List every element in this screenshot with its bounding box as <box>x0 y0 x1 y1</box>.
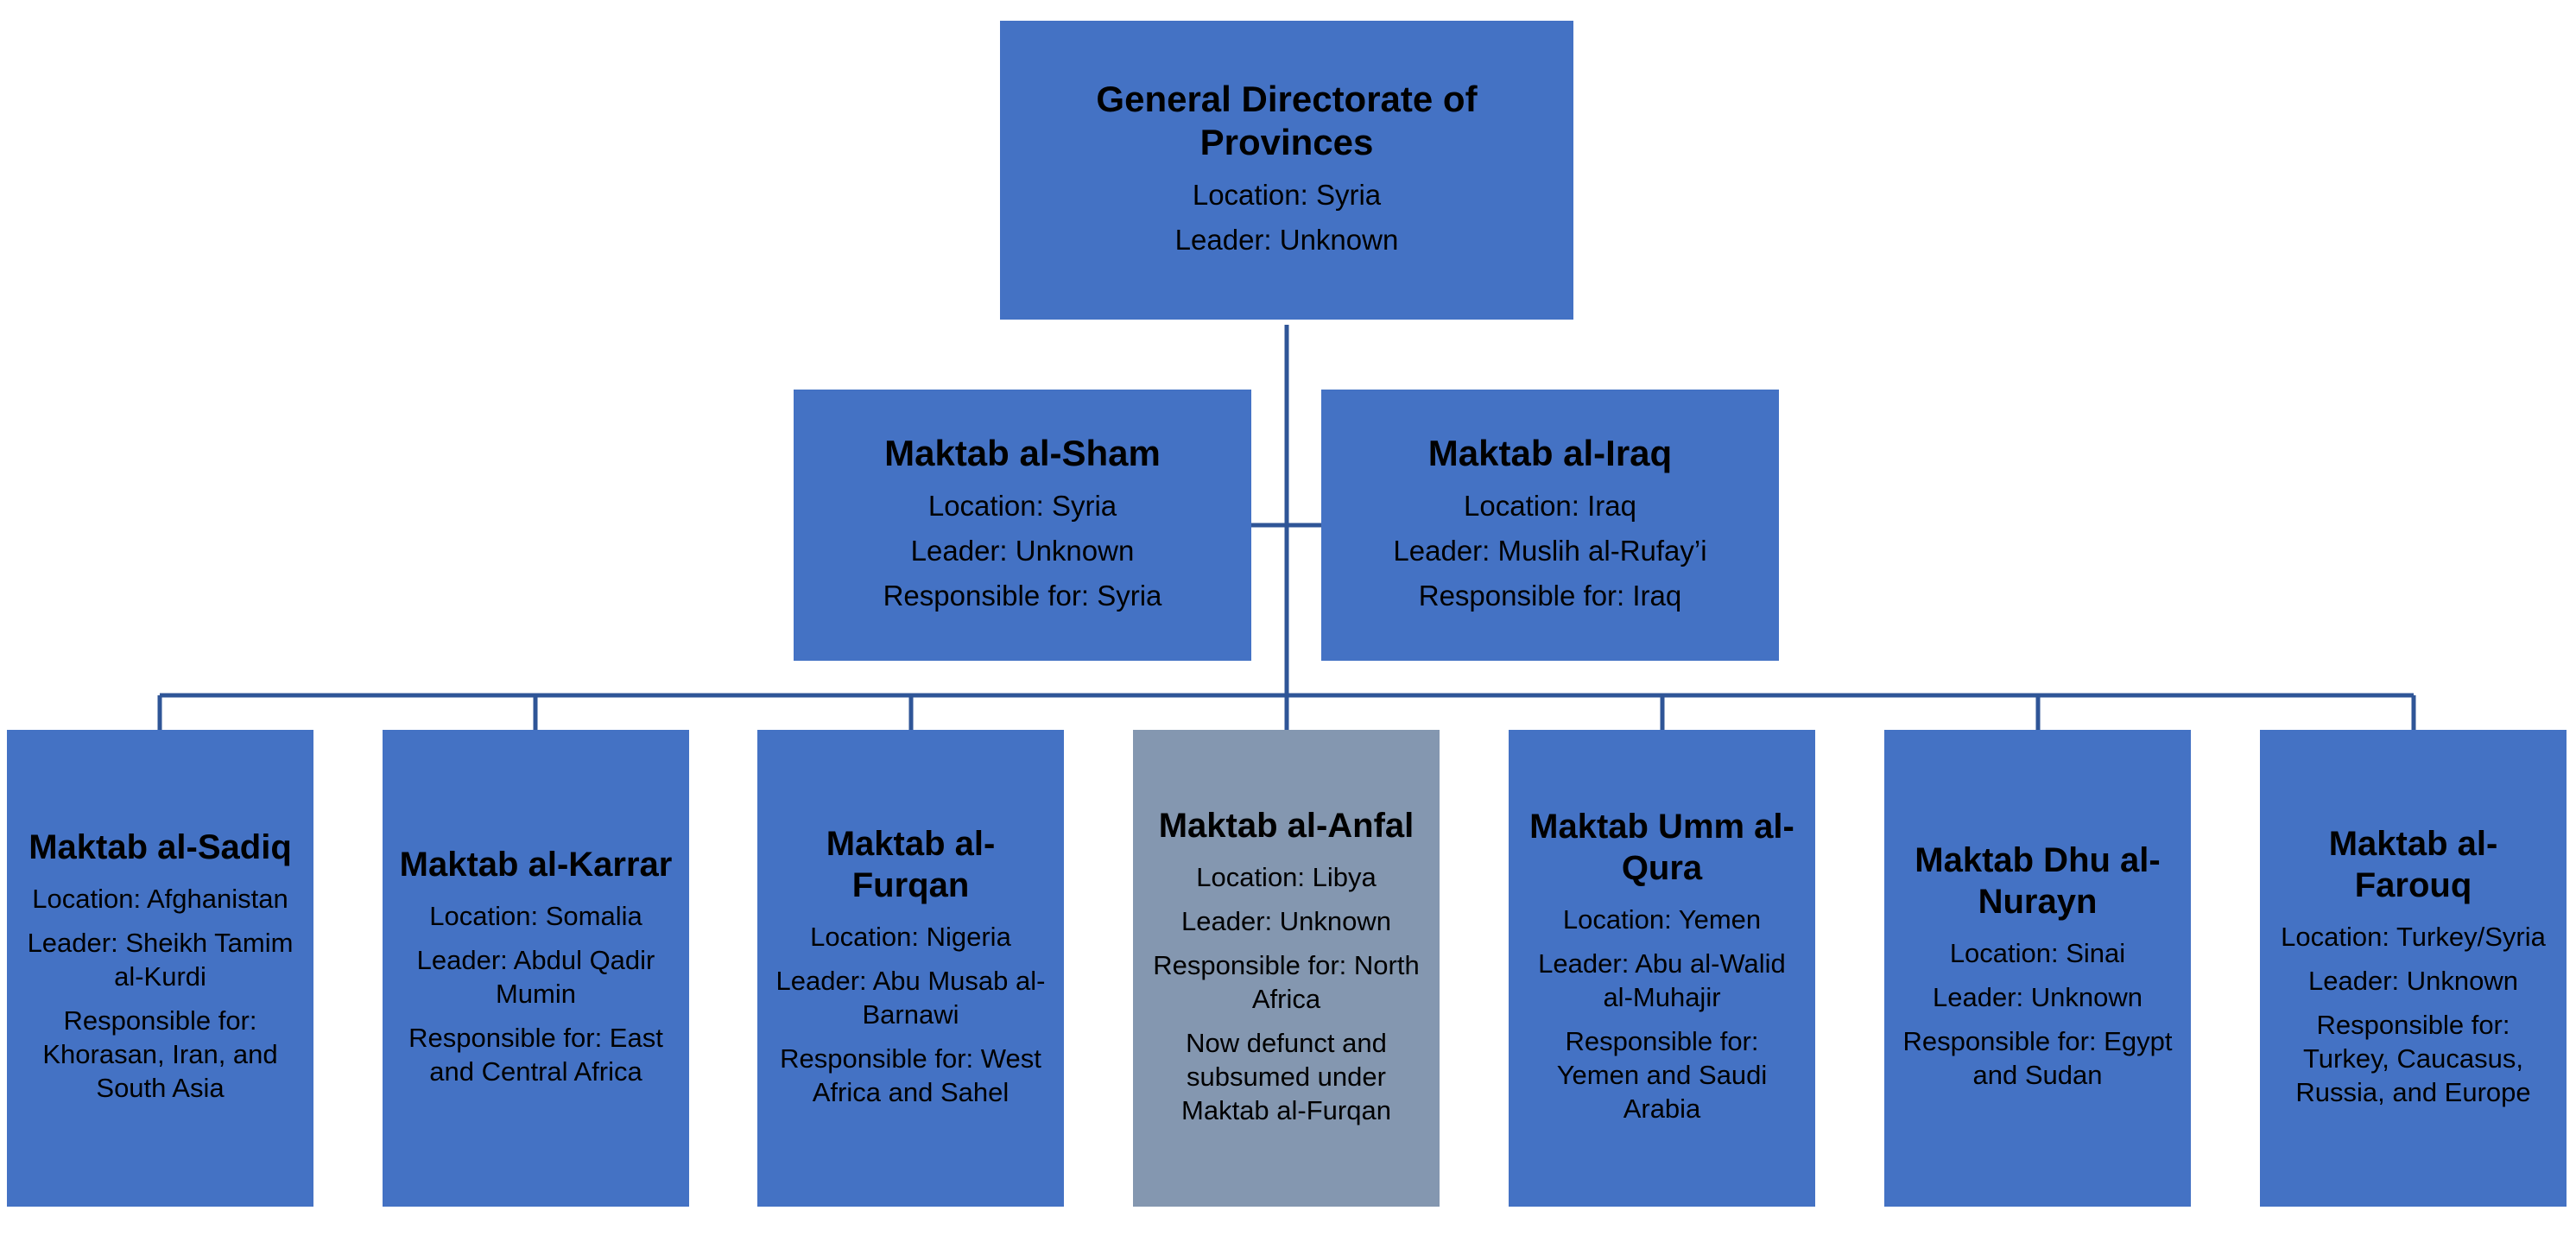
box-title: Maktab al-Sadiq <box>28 828 292 866</box>
maktab-al-farouq-box: Maktab al-Farouq Location: Turkey/Syria … <box>2260 730 2567 1207</box>
box-title: Maktab al-Farouq <box>2328 824 2498 904</box>
box-leader: Leader: Abdul Qadir Mumin <box>416 944 655 1009</box>
box-responsible: Responsible for: Iraq <box>1418 580 1682 612</box>
maktab-al-sham-box: Maktab al-Sham Location: Syria Leader: U… <box>794 390 1251 661</box>
box-location: Location: Syria <box>927 490 1117 522</box>
box-leader: Leader: Unknown <box>910 535 1135 567</box>
box-leader: Leader: Unknown <box>1933 982 2142 1012</box>
box-location: Location: Sinai <box>1949 938 2126 968</box>
box-responsible: Responsible for: Egypt and Sudan <box>1902 1026 2173 1090</box>
box-leader: Leader: Sheikh Tamim al-Kurdi <box>27 928 294 992</box>
box-responsible: Responsible for: North Africa <box>1153 949 1420 1014</box>
box-title: Maktab al-Iraq <box>1427 433 1673 473</box>
box-title: Maktab Dhu al-Nurayn <box>1915 841 2161 921</box>
box-title: Maktab al-Sham <box>884 433 1161 473</box>
box-defunct-note: Now defunct and subsumed under Maktab al… <box>1181 1027 1391 1125</box>
box-title: Maktab al-Anfal <box>1158 806 1415 845</box>
box-location: Location: Syria <box>1192 179 1382 211</box>
box-location: Location: Libya <box>1196 861 1377 892</box>
box-leader: Leader: Abu Musab al-Barnawi <box>775 965 1046 1030</box>
box-location: Location: Somalia <box>429 900 642 931</box>
maktab-umm-al-qura-box: Maktab Umm al-Qura Location: Yemen Leade… <box>1509 730 1815 1207</box>
box-responsible: Responsible for: Turkey, Caucasus, Russi… <box>2295 1009 2531 1107</box>
box-title: Maktab al-Furqan <box>826 824 996 904</box>
box-title: Maktab Umm al-Qura <box>1529 808 1794 887</box>
box-location: Location: Turkey/Syria <box>2281 921 2546 952</box>
box-leader: Leader: Unknown <box>2308 965 2518 996</box>
maktab-al-iraq-box: Maktab al-Iraq Location: Iraq Leader: Mu… <box>1321 390 1779 661</box>
maktab-dhu-al-nurayn-box: Maktab Dhu al-Nurayn Location: Sinai Lea… <box>1884 730 2191 1207</box>
maktab-al-karrar-box: Maktab al-Karrar Location: Somalia Leade… <box>383 730 689 1207</box>
general-directorate-box: General Directorate of Provinces Locatio… <box>1000 21 1573 320</box>
maktab-al-anfal-box: Maktab al-Anfal Location: Libya Leader: … <box>1133 730 1440 1207</box>
box-responsible: Responsible for: Syria <box>883 580 1162 612</box>
box-responsible: Responsible for: Khorasan, Iran, and Sou… <box>42 1005 278 1103</box>
box-leader: Leader: Unknown <box>1174 224 1399 256</box>
box-responsible: Responsible for: East and Central Africa <box>408 1022 663 1087</box>
box-location: Location: Yemen <box>1562 904 1762 935</box>
box-location: Location: Nigeria <box>810 921 1011 952</box>
maktab-al-sadiq-box: Maktab al-Sadiq Location: Afghanistan Le… <box>7 730 313 1207</box>
box-location: Location: Afghanistan <box>32 884 288 914</box>
box-title: General Directorate of Provinces <box>1096 79 1478 162</box>
box-responsible: Responsible for: West Africa and Sahel <box>780 1043 1041 1107</box>
box-location: Location: Iraq <box>1464 490 1636 522</box>
maktab-al-furqan-box: Maktab al-Furqan Location: Nigeria Leade… <box>757 730 1064 1207</box>
box-leader: Leader: Muslih al-Rufay’i <box>1393 535 1707 567</box>
box-title: Maktab al-Karrar <box>399 845 673 884</box>
box-responsible: Responsible for: Yemen and Saudi Arabia <box>1556 1026 1768 1124</box>
box-leader: Leader: Unknown <box>1181 905 1391 936</box>
box-leader: Leader: Abu al-Walid al-Muhajir <box>1538 948 1786 1012</box>
